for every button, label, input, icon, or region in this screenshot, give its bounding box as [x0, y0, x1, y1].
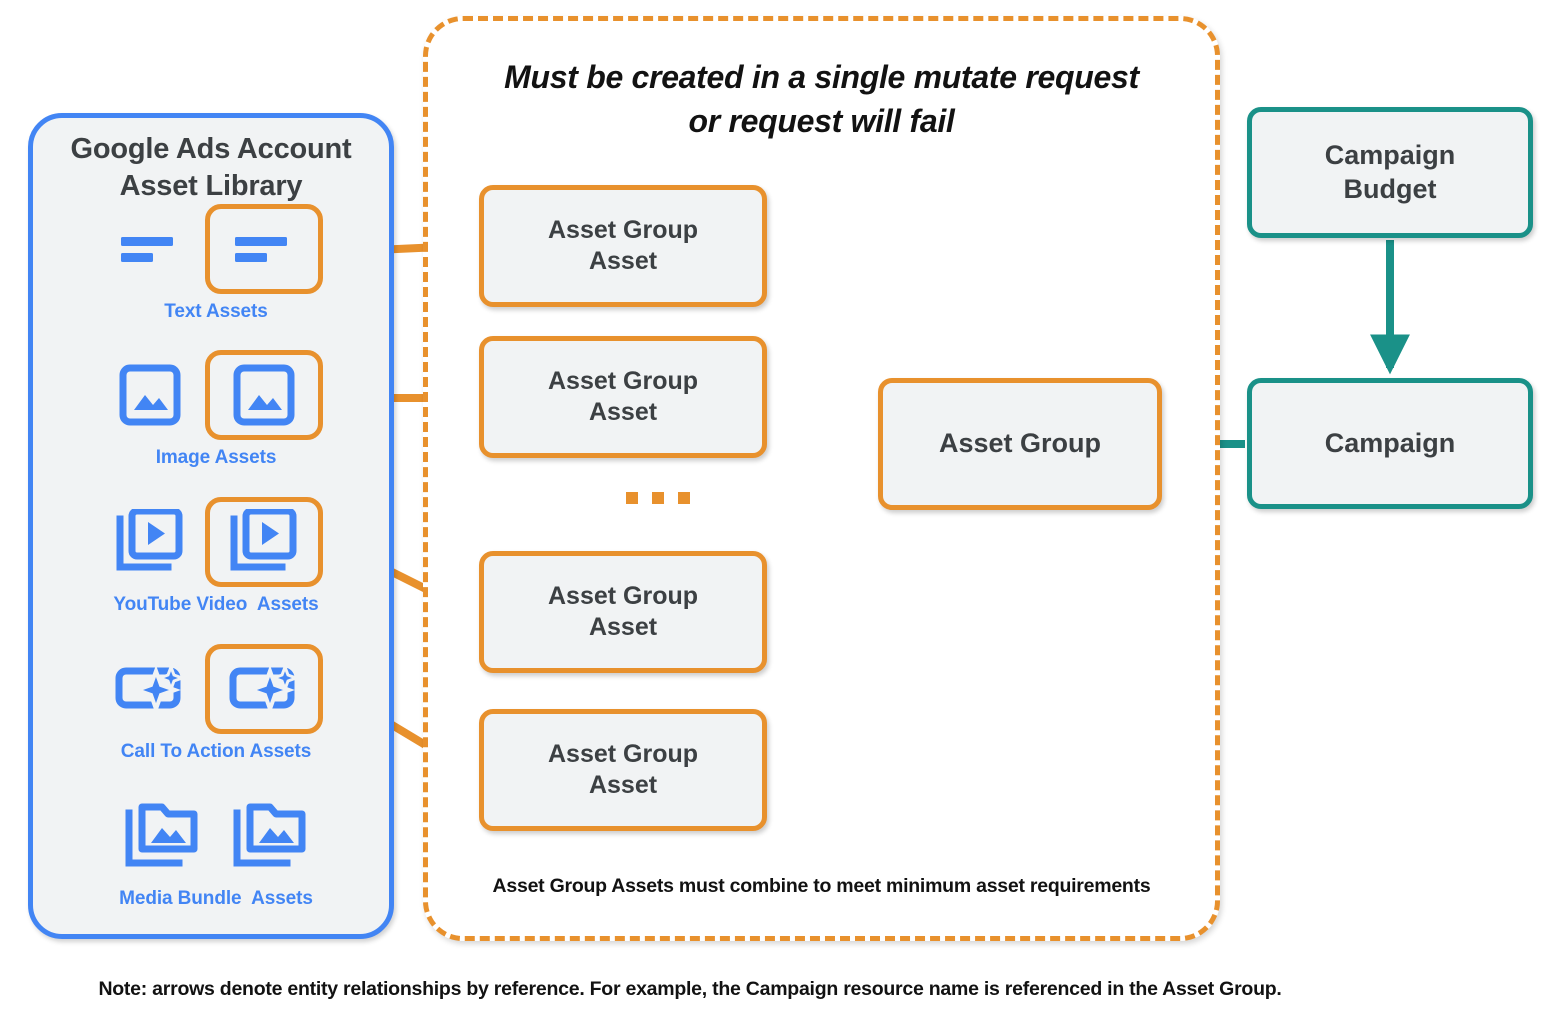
asset-label-media-bundle: Media Bundle Assets: [119, 888, 313, 909]
mutate-request-title: Must be created in a single mutate reque…: [425, 55, 1218, 143]
asset-row-video[interactable]: YouTube Video Assets: [33, 496, 399, 616]
video-stack-icon: [109, 501, 191, 583]
campaign-node[interactable]: Campaign: [1247, 378, 1533, 509]
asset-group-asset-1-line1: Asset Group: [547, 215, 699, 244]
asset-group-asset-4-line1: Asset Group: [547, 739, 699, 768]
asset-library-title-line1: Google Ads Account: [70, 133, 352, 165]
asset-row-cta[interactable]: Call To Action Assets: [33, 643, 399, 763]
asset-library-panel: Google Ads Account Asset Library: [28, 113, 394, 939]
mutate-title-line1: Must be created in a single mutate reque…: [504, 59, 1139, 95]
ellipsis-indicator: [626, 492, 690, 504]
campaign-budget-node[interactable]: Campaign Budget: [1247, 107, 1533, 238]
asset-row-media-bundle[interactable]: Media Bundle Assets: [33, 790, 399, 910]
video-stack-icon-highlighted[interactable]: [205, 497, 323, 587]
text-lines-icon-highlighted[interactable]: [205, 204, 323, 294]
asset-group-asset-node-1[interactable]: Asset Group Asset: [479, 185, 767, 307]
asset-library-title: Google Ads Account Asset Library: [33, 131, 389, 205]
asset-group-asset-1-line2: Asset: [588, 247, 658, 275]
asset-label-video: YouTube Video Assets: [113, 594, 319, 615]
asset-group-asset-4-line2: Asset: [588, 771, 658, 799]
image-icon: [109, 354, 191, 436]
asset-group-node[interactable]: Asset Group: [878, 378, 1162, 510]
campaign-budget-label-line2: Budget: [1343, 173, 1437, 204]
asset-group-asset-3-line1: Asset Group: [547, 581, 699, 610]
asset-group-asset-node-2[interactable]: Asset Group Asset: [479, 336, 767, 458]
asset-group-asset-node-4[interactable]: Asset Group Asset: [479, 709, 767, 831]
call-to-action-sparkle-icon: [109, 648, 191, 730]
asset-row-image[interactable]: Image Assets: [33, 349, 399, 469]
asset-group-asset-2-line2: Asset: [588, 398, 658, 426]
campaign-budget-label-line1: Campaign: [1324, 139, 1456, 170]
mutate-footnote: Asset Group Assets must combine to meet …: [492, 875, 1151, 897]
asset-group-asset-2-line1: Asset Group: [547, 366, 699, 395]
asset-group-asset-node-3[interactable]: Asset Group Asset: [479, 551, 767, 673]
ellipsis-dot-3: [678, 492, 690, 504]
asset-group-asset-3-line2: Asset: [588, 613, 658, 641]
footer-note: Note: arrows denote entity relationships…: [98, 978, 1282, 1000]
text-lines-icon: [109, 208, 191, 290]
asset-row-text[interactable]: Text Assets: [33, 203, 399, 323]
asset-group-node-label: Asset Group: [938, 428, 1102, 459]
call-to-action-sparkle-icon-highlighted[interactable]: [205, 644, 323, 734]
asset-label-image: Image Assets: [155, 447, 277, 468]
asset-label-cta: Call To Action Assets: [120, 741, 312, 762]
asset-library-title-line2: Asset Library: [119, 170, 303, 203]
mutate-title-line2: or request will fail: [688, 103, 955, 140]
media-bundle-folder-icon: [121, 795, 203, 877]
ellipsis-dot-1: [626, 492, 638, 504]
image-icon-highlighted[interactable]: [205, 350, 323, 440]
media-bundle-folder-icon-secondary: [229, 795, 311, 877]
ellipsis-dot-2: [652, 492, 664, 504]
campaign-node-label: Campaign: [1324, 427, 1456, 458]
asset-label-text: Text Assets: [164, 301, 268, 322]
